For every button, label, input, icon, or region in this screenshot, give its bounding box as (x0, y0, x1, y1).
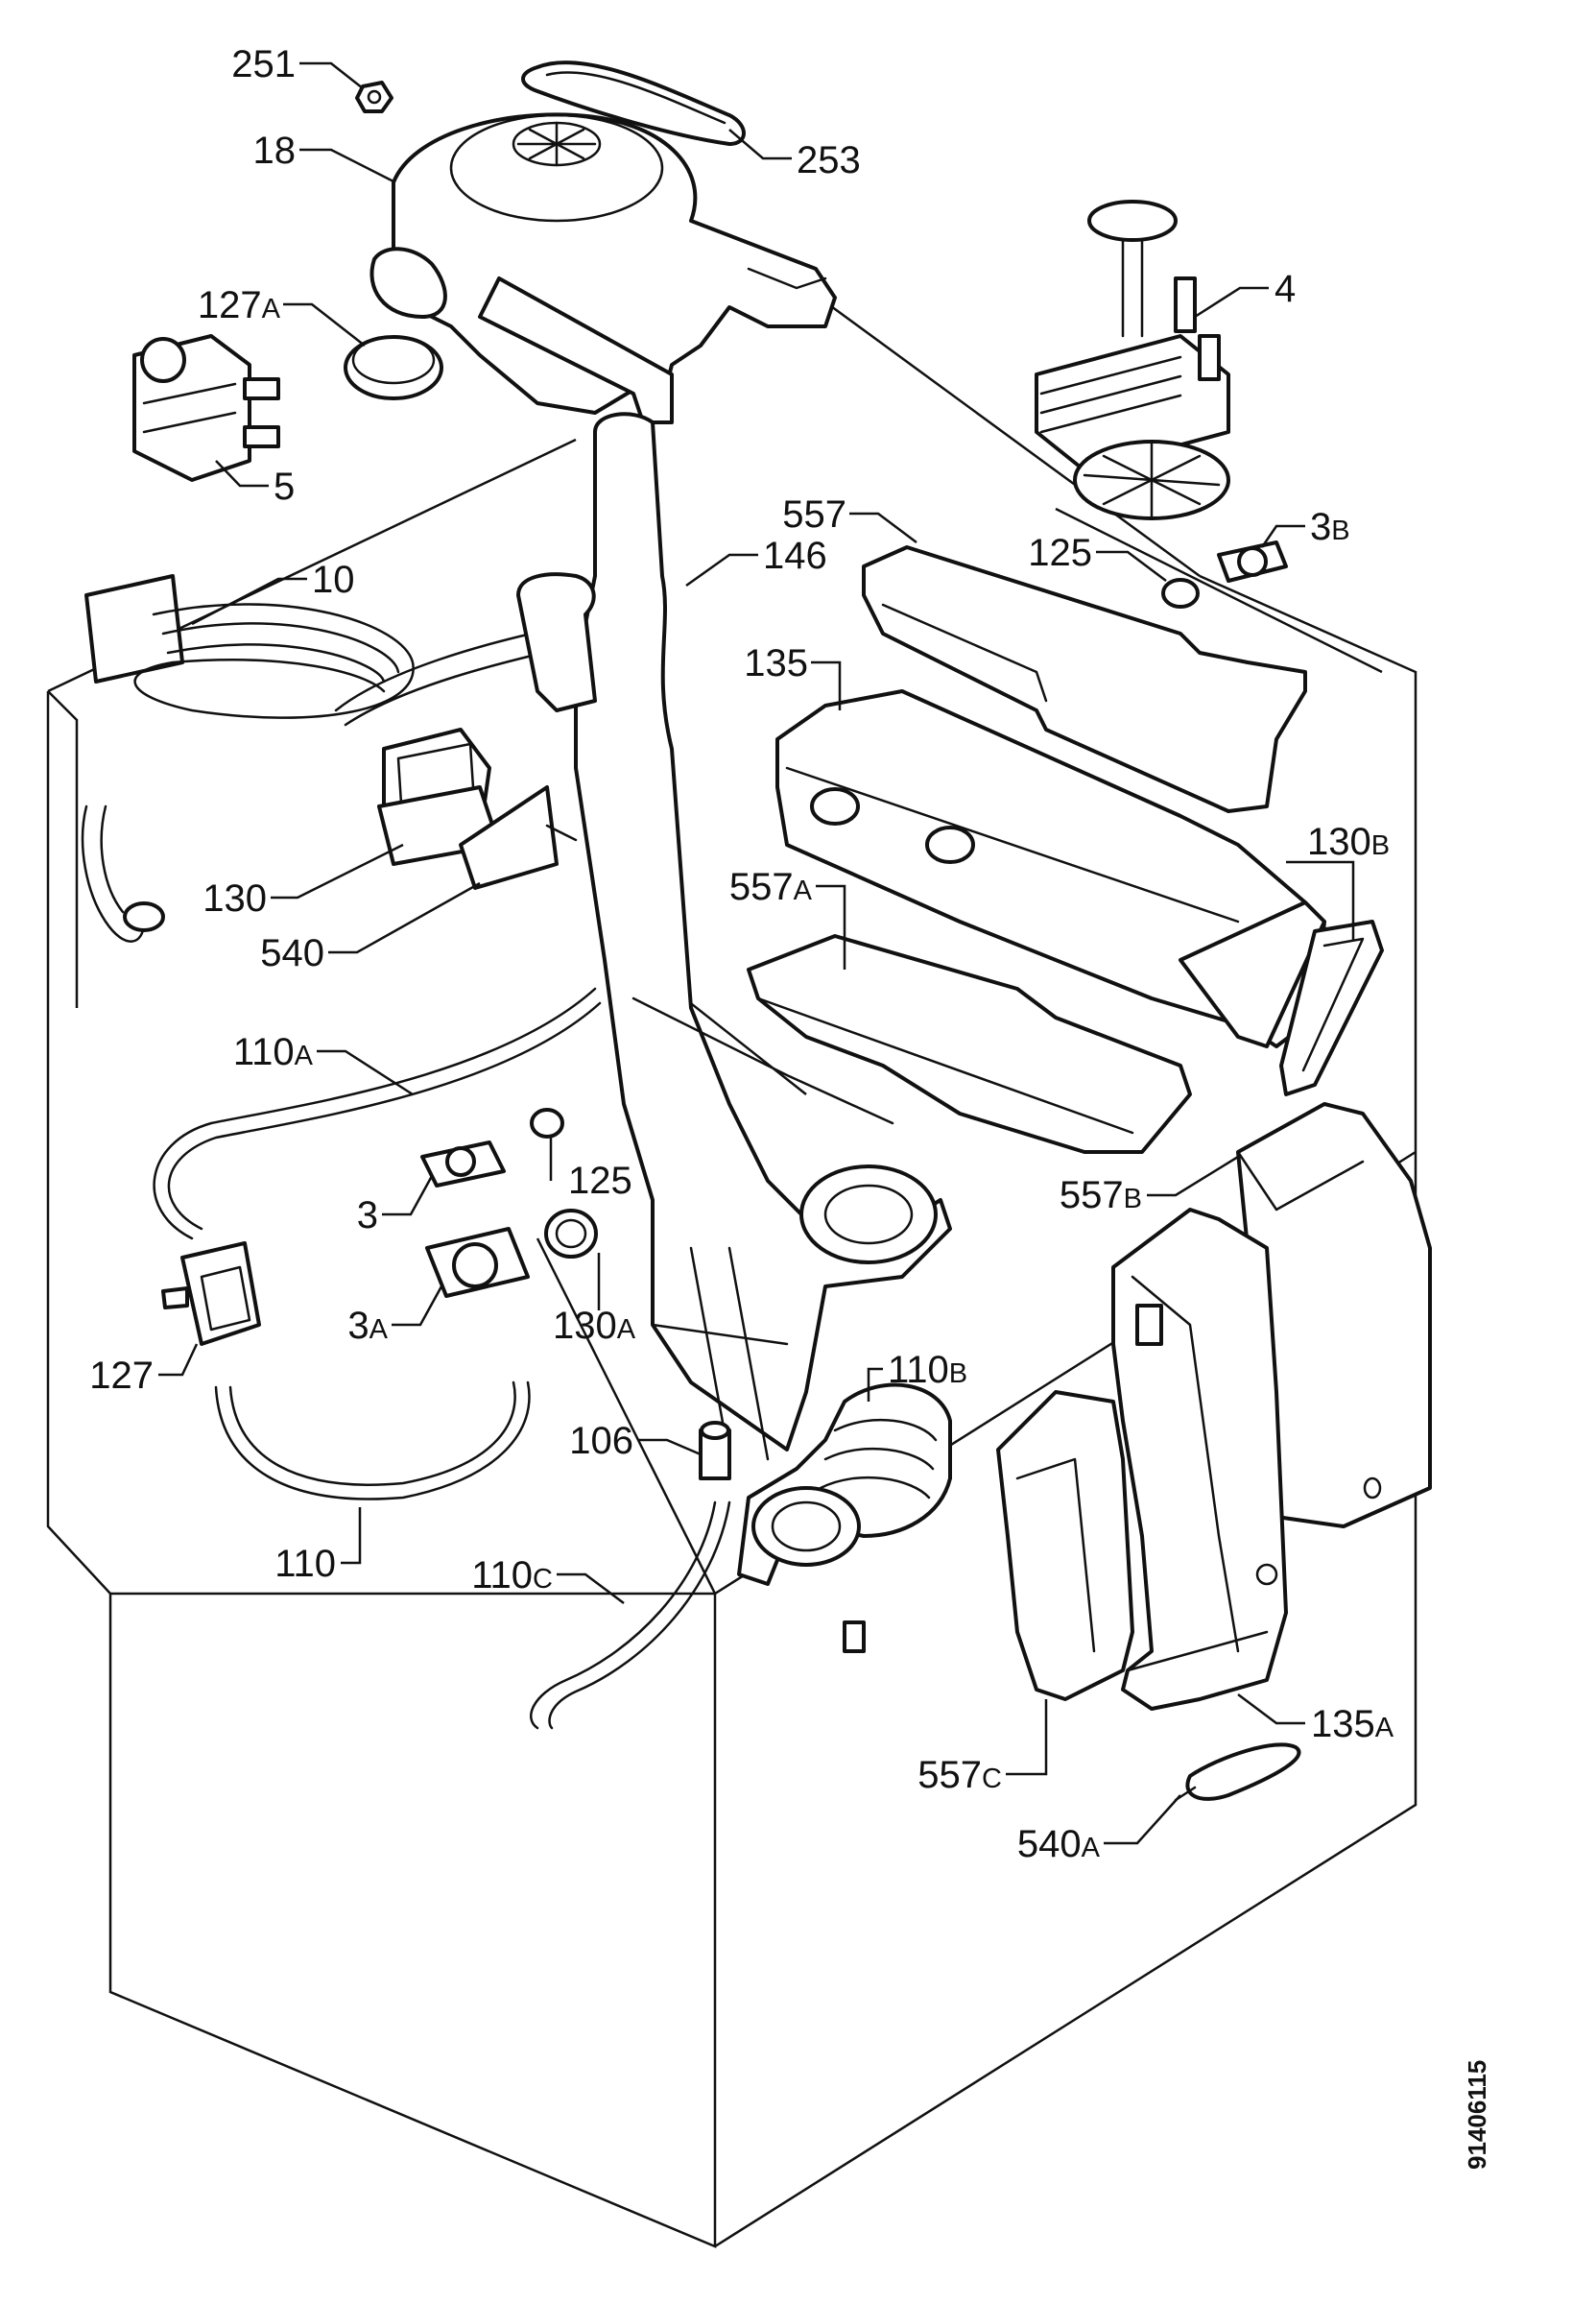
label-557B: 557B (1060, 1174, 1142, 1216)
part-3A-thermostat (425, 1227, 530, 1298)
label-130B: 130B (1307, 821, 1390, 863)
label-135: 135 (744, 642, 808, 684)
label-10: 10 (312, 559, 355, 601)
label-3: 3 (357, 1194, 378, 1236)
part-540-clip (459, 785, 578, 890)
label-557C: 557C (917, 1754, 1002, 1796)
part-10-heater (81, 574, 587, 943)
part-146-duct (516, 412, 952, 1461)
label-110C: 110C (471, 1554, 553, 1596)
label-125-lower: 125 (568, 1160, 632, 1202)
part-125-oring-lower (530, 1108, 564, 1139)
part-135A-duct (1111, 1208, 1288, 1711)
label-127A: 127A (198, 284, 281, 326)
label-130: 130 (202, 877, 267, 920)
part-540A-clip (1174, 1742, 1301, 1802)
label-540: 540 (260, 932, 324, 974)
label-251: 251 (231, 43, 296, 85)
part-18-fan-housing (369, 112, 837, 424)
label-110B: 110B (888, 1349, 967, 1391)
label-106: 106 (569, 1420, 633, 1462)
label-130A: 130A (553, 1305, 636, 1347)
label-5: 5 (274, 466, 295, 508)
part-125-oring-top (1161, 578, 1200, 609)
part-3B-thermostat (1217, 540, 1288, 583)
part-253-belt (521, 60, 746, 146)
part-110B-bellows (737, 1382, 952, 1653)
label-146: 146 (763, 535, 827, 577)
label-557: 557 (782, 493, 846, 536)
part-135-duct (775, 689, 1326, 1048)
part-110C-hose (530, 1500, 731, 1730)
part-557C-cover (996, 1390, 1134, 1701)
label-18: 18 (253, 130, 297, 172)
part-130B-gasket (1279, 920, 1384, 1096)
label-135A: 135A (1311, 1703, 1394, 1745)
part-106-connector (699, 1421, 731, 1480)
label-253: 253 (797, 139, 861, 181)
label-540A: 540A (1017, 1823, 1101, 1865)
label-3B: 3B (1310, 506, 1350, 548)
part-557-cover (862, 545, 1307, 813)
label-125-top: 125 (1028, 532, 1092, 574)
part-labels: 251 253 18 4 127A 5 557 146 125 3B 10 13… (89, 43, 1394, 1865)
label-3A: 3A (347, 1305, 388, 1347)
part-4-motor (1035, 200, 1230, 520)
label-4: 4 (1274, 268, 1296, 310)
part-251-nut (355, 81, 393, 113)
part-557A-cover (747, 934, 1192, 1154)
part-110A-hose (153, 987, 602, 1240)
leader-lines (158, 61, 1355, 1845)
part-110-hose (214, 1380, 531, 1500)
document-id: 91406115 (1463, 2060, 1491, 2170)
label-110A: 110A (233, 1031, 314, 1073)
label-110: 110 (274, 1543, 336, 1585)
label-127: 127 (89, 1355, 154, 1397)
part-127-sensor (161, 1241, 261, 1346)
part-130A-ring (544, 1209, 598, 1259)
part-5-valve (132, 334, 280, 482)
label-557A: 557A (729, 866, 813, 908)
part-3-thermostat (420, 1140, 506, 1188)
part-127A-ring (344, 335, 443, 400)
